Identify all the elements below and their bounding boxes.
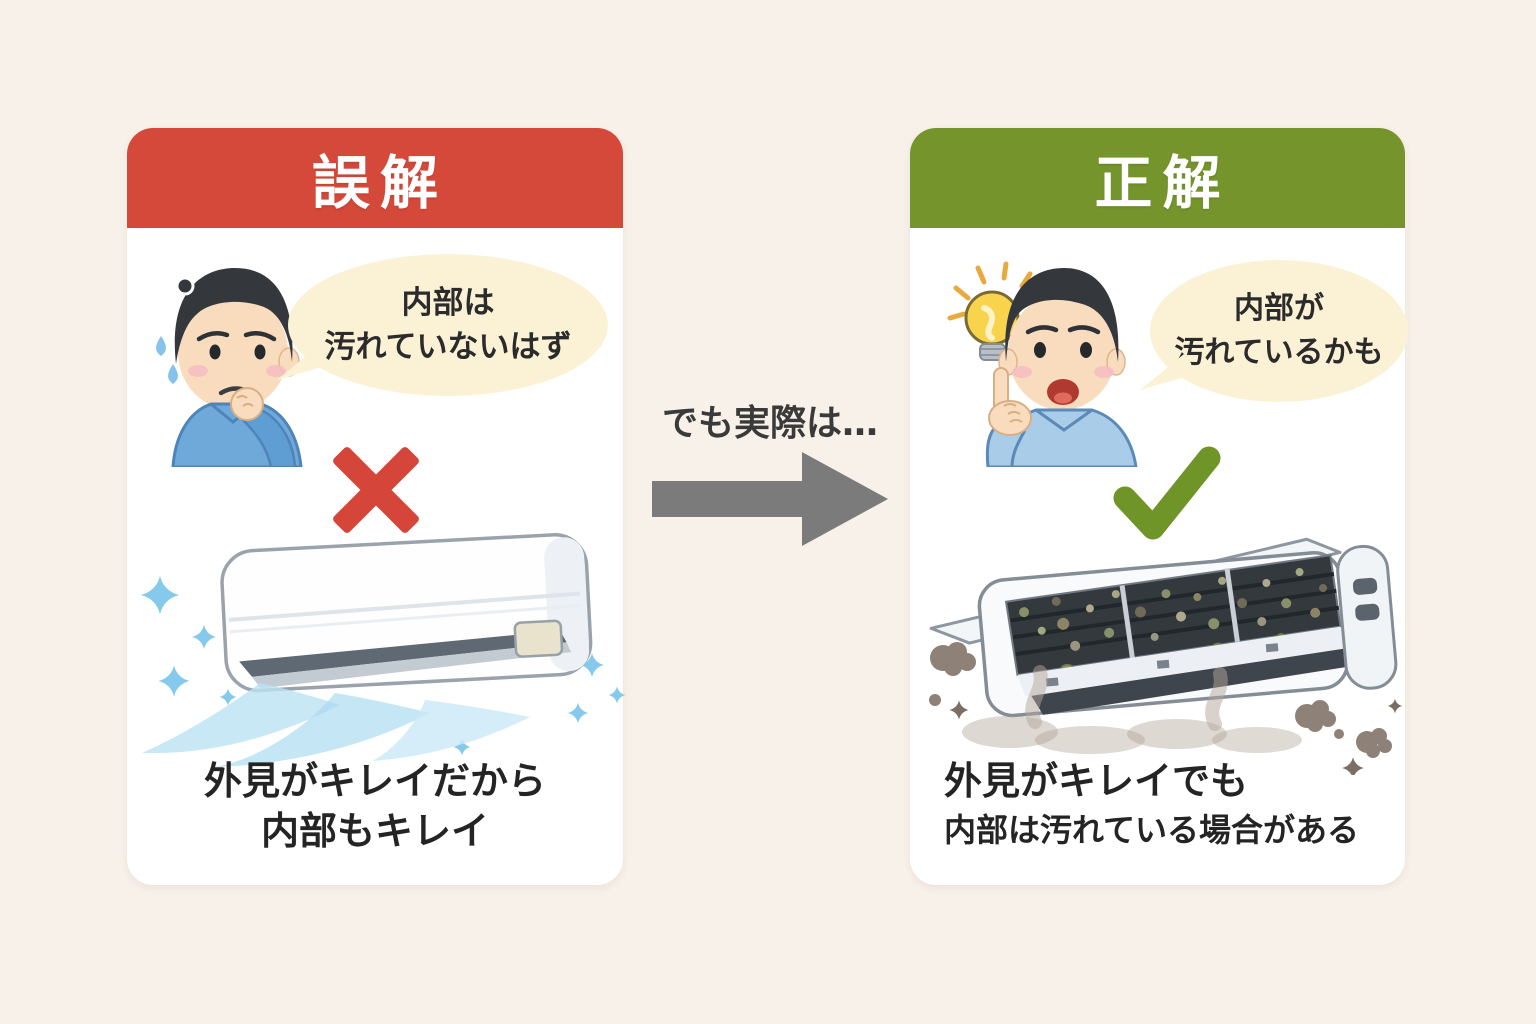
correct-speech-bubble: 内部が 汚れているかも <box>1150 260 1408 402</box>
caption-line2: 内部もキレイ <box>260 809 489 853</box>
worried-man-icon <box>156 268 303 467</box>
airflow <box>142 683 530 767</box>
correct-header: 正解 <box>910 128 1405 228</box>
misconception-header: 誤解 <box>127 128 623 228</box>
ac-unit-body <box>220 533 593 693</box>
mold-speckles <box>1019 568 1328 651</box>
bubble-text-line1: 内部は <box>401 285 495 321</box>
correct-title: 正解 <box>1094 149 1231 217</box>
bubble-text-line1: 内部が <box>1234 291 1324 326</box>
transition-label: でも実際は… <box>661 403 878 444</box>
caption-line1: 外見がキレイでも <box>944 759 1249 803</box>
ac-button <box>1352 577 1378 595</box>
lightbulb-icon <box>947 261 1033 361</box>
misconception-speech-bubble: 内部は 汚れていないはず <box>288 254 608 396</box>
correct-card: 正解 <box>910 128 1408 885</box>
clean-air-conditioner <box>140 533 626 767</box>
ac-button <box>1355 603 1380 621</box>
bubble-text-line2: 汚れているかも <box>1174 335 1384 370</box>
misconception-title: 誤解 <box>311 149 448 217</box>
misconception-card: 誤解 内部は 汚れていないはず <box>127 128 626 885</box>
bubble-text-line2: 汚れていないはず <box>324 329 572 365</box>
dirty-open-air-conditioner <box>929 537 1403 775</box>
ac-control-panel <box>513 619 564 658</box>
caption-line2: 内部は汚れている場合がある <box>944 811 1360 849</box>
caption-line1: 外見がキレイだから <box>203 759 546 803</box>
ac-unit-body <box>929 537 1398 718</box>
dust-cloud-icon <box>929 642 1403 775</box>
speech-bubble-tail <box>1140 354 1188 390</box>
idea-man-icon <box>947 261 1138 467</box>
right-arrow-icon <box>652 452 888 546</box>
speech-bubble-tail <box>277 344 325 380</box>
check-icon <box>1113 446 1221 540</box>
misconception-caption: 外見がキレイだから 内部もキレイ <box>127 756 623 856</box>
correct-caption: 外見がキレイでも 内部は汚れている場合がある <box>910 756 1405 854</box>
cross-icon <box>333 447 419 533</box>
